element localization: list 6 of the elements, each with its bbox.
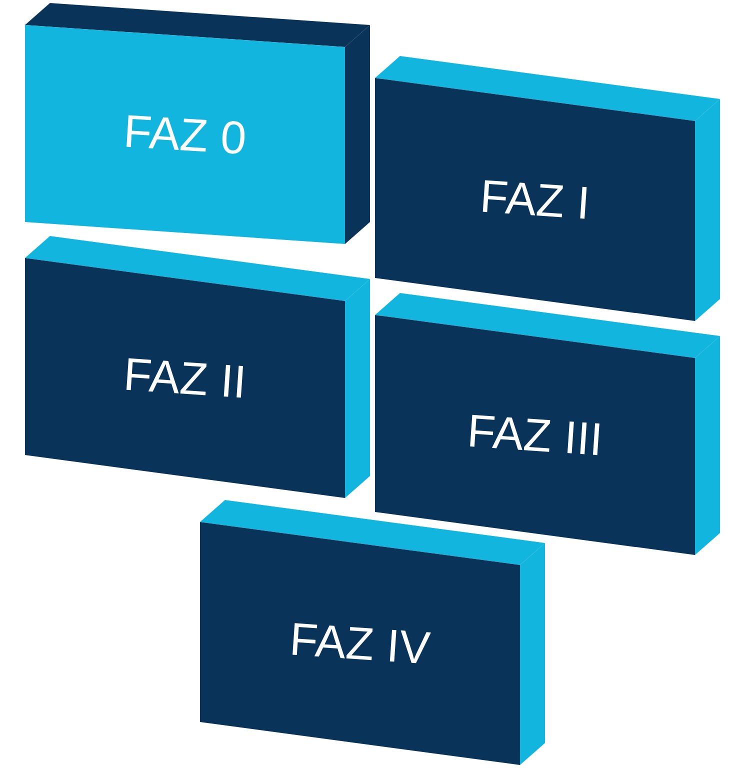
block-drawing: FAZ I [375,56,720,321]
block-drawing: FAZ II [25,236,370,498]
block-drawing: FAZ IV [200,500,545,765]
block-drawing: FAZ 0 [25,3,370,244]
node-label: FAZ III [470,414,600,456]
block-drawing: FAZ III [375,293,720,555]
